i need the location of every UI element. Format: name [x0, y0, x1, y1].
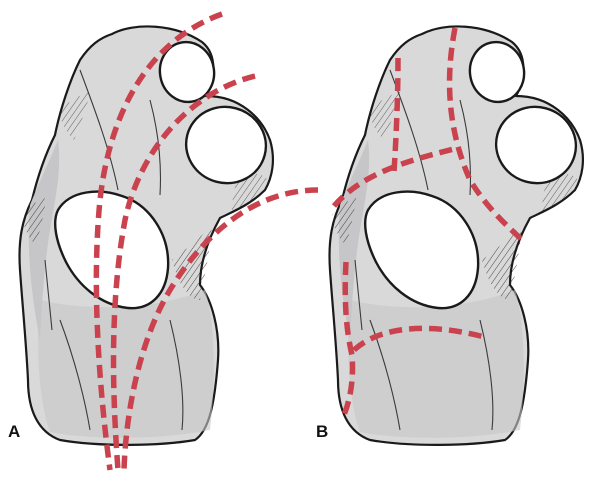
- contour-line-b1: [389, 69, 429, 191]
- facet-upper-b: [468, 40, 526, 104]
- cut-lines-a: [93, 11, 319, 471]
- bone-shade-left-a: [28, 140, 60, 340]
- panel-b: [328, 25, 585, 446]
- hatch-right-a: [232, 173, 268, 212]
- bone-drawing-a: [18, 25, 275, 446]
- hatch-top-b: [370, 92, 400, 140]
- hatch-top-a: [60, 92, 90, 140]
- panel-a: [18, 11, 319, 471]
- bone-drawing-b: [328, 25, 585, 446]
- panel-label-a: A: [8, 422, 21, 441]
- cut-line-a1: [93, 11, 223, 471]
- foramen-large-a: [54, 190, 170, 310]
- hatch-left-a: [22, 198, 46, 245]
- cut-line-b2: [391, 57, 401, 173]
- cut-line-a2: [110, 73, 256, 471]
- cut-line-b4: [341, 261, 356, 417]
- contour-line-a1: [79, 69, 119, 191]
- cut-line-b3: [331, 145, 459, 208]
- cut-lines-b: [331, 27, 524, 417]
- facet-middle-b: [494, 105, 578, 185]
- hatch-right-b: [542, 173, 578, 212]
- foramen-large-b: [364, 190, 480, 310]
- contour-line-b3: [369, 319, 401, 431]
- bone-shade-lower-a: [38, 290, 214, 438]
- cut-line-a3: [121, 187, 319, 471]
- cut-line-b5: [352, 325, 489, 353]
- contour-line-a4: [169, 319, 184, 431]
- cut-line-b1: [446, 27, 524, 242]
- contour-line-a5: [44, 259, 53, 331]
- contour-line-a3: [59, 319, 91, 431]
- hatch-mid-b: [482, 225, 522, 300]
- panel-label-b: B: [316, 422, 329, 441]
- facet-upper-a: [158, 40, 216, 104]
- facet-middle-a: [184, 105, 268, 185]
- contour-line-b2: [459, 99, 472, 196]
- hatch-left-b: [332, 198, 356, 245]
- contour-line-b5: [354, 259, 363, 331]
- bone-shade-lower-b: [348, 290, 524, 438]
- contour-line-b4: [479, 319, 494, 431]
